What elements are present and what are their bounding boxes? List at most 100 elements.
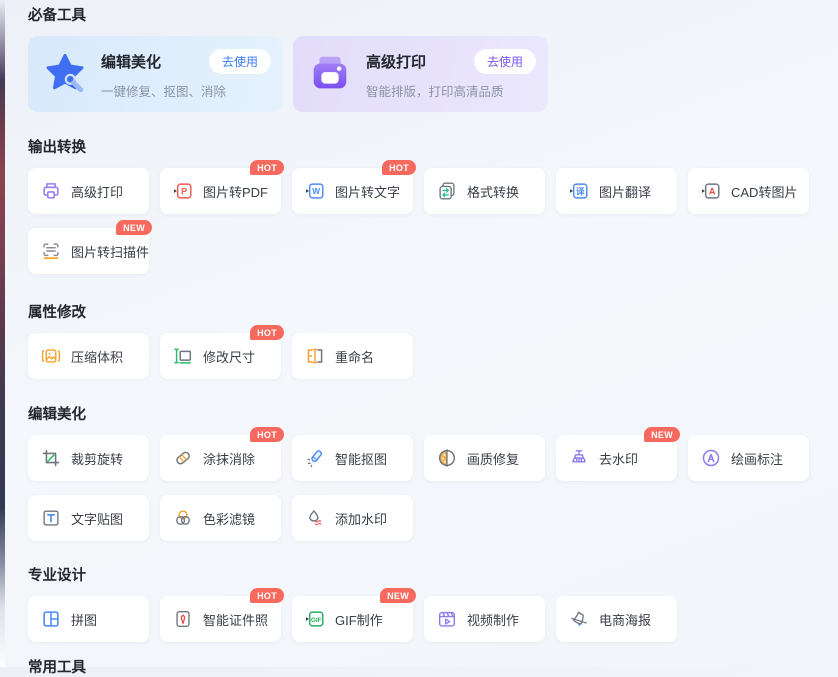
tool-card[interactable]: 智能证件照 HOT (160, 588, 284, 642)
hot-badge: HOT (250, 588, 284, 603)
hot-badge: HOT (382, 160, 416, 175)
svg-text:P: P (181, 186, 187, 196)
featured-card-title: 高级打印 (366, 53, 427, 71)
tool-label: 色彩滤镜 (203, 511, 256, 527)
use-button[interactable]: 去使用 (473, 48, 536, 74)
star-wand-icon (42, 51, 88, 97)
tool-label: 去水印 (599, 451, 639, 467)
featured-card-body: 高级打印 去使用智能排版，打印高清品质 (366, 48, 536, 100)
tool-card[interactable]: 涂抹消除 HOT (160, 427, 284, 481)
tool-label: 涂抹消除 (203, 451, 256, 467)
hot-badge: HOT (250, 160, 284, 175)
tool-card[interactable]: 译 图片翻译 (556, 168, 677, 214)
tool-label: 智能抠图 (335, 451, 388, 467)
window-edge-strip (0, 0, 5, 667)
tool-label: 添加水印 (335, 511, 388, 527)
tool-label: 拼图 (71, 612, 98, 628)
hot-badge: HOT (250, 427, 284, 442)
tool-card[interactable]: W 图片转文字 HOT (292, 160, 416, 214)
hot-badge: HOT (250, 325, 284, 340)
new-badge: NEW (380, 588, 416, 603)
tool-label: 图片翻译 (599, 184, 652, 200)
tool-card[interactable]: 拼图 (28, 596, 149, 642)
tool-label: CAD转图片 (731, 184, 798, 200)
tool-card[interactable]: 智能抠图 (292, 435, 413, 481)
tool-card[interactable]: P 图片转PDF HOT (160, 160, 284, 214)
tool-card[interactable]: GIF GIF制作 NEW (292, 588, 416, 642)
use-button[interactable]: 去使用 (208, 48, 271, 74)
tool-label: 画质修复 (467, 451, 520, 467)
tool-card[interactable]: 裁剪旋转 (28, 435, 149, 481)
section-title: 属性修改 (28, 305, 86, 321)
tool-label: 文字贴图 (71, 511, 124, 527)
featured-card-subtitle: 一键修复、抠图、消除 (101, 84, 227, 99)
format-convert-icon (436, 180, 458, 202)
video-make-icon (436, 608, 458, 630)
section-title: 专业设计 (28, 568, 86, 584)
featured-card-body: 编辑美化 去使用一键修复、抠图、消除 (101, 48, 271, 100)
resize-icon (172, 345, 194, 367)
remove-watermark-icon (568, 447, 590, 469)
quality-repair-icon (436, 447, 458, 469)
draw-annotate-icon (700, 447, 722, 469)
tool-card[interactable]: 电商海报 (556, 596, 677, 642)
image-to-pdf-icon: P (172, 180, 194, 202)
featured-card-title: 编辑美化 (101, 53, 162, 71)
tool-card[interactable]: 色彩滤镜 (160, 495, 281, 541)
cad-to-image-icon: A (700, 180, 722, 202)
compress-icon (40, 345, 62, 367)
printer-filled-icon (307, 51, 353, 97)
tool-label: 智能证件照 (203, 612, 269, 628)
section-title: 编辑美化 (28, 407, 86, 423)
featured-card-subtitle: 智能排版，打印高清品质 (366, 84, 504, 99)
svg-text:GIF: GIF (311, 617, 322, 624)
color-filter-icon (172, 507, 194, 529)
tool-label: GIF制作 (335, 612, 383, 628)
section-title: 必备工具 (28, 8, 86, 24)
new-badge: NEW (116, 220, 152, 235)
tools-panel: 必备工具编辑美化去使用一键修复、抠图、消除高级打印去使用智能排版，打印高清品质输… (28, 0, 809, 677)
svg-text:W: W (312, 187, 320, 196)
poster-icon (568, 608, 590, 630)
text-sticker-icon (40, 507, 62, 529)
new-badge: NEW (644, 427, 680, 442)
tool-card[interactable]: 文字贴图 (28, 495, 149, 541)
tool-card[interactable]: 格式转换 (424, 168, 545, 214)
tool-label: 压缩体积 (71, 349, 124, 365)
gif-make-icon: GIF (304, 608, 326, 630)
featured-card[interactable]: 编辑美化 去使用一键修复、抠图、消除 (28, 36, 283, 112)
featured-cards-row: 编辑美化 去使用一键修复、抠图、消除 高级打印 去使用智能排版，打印高清品质 (28, 36, 809, 112)
tool-label: 重命名 (335, 349, 375, 365)
printer-outline-icon (40, 180, 62, 202)
tool-card[interactable]: 重命名 (292, 333, 413, 379)
tool-label: 绘画标注 (731, 451, 784, 467)
tool-card[interactable]: A CAD转图片 (688, 168, 809, 214)
tool-card[interactable]: 高级打印 (28, 168, 149, 214)
tool-grid: 裁剪旋转 涂抹消除 HOT 智能抠图 画质修复 去水印 NEW 绘画标注文字贴图 色彩滤镜 添加水… (28, 427, 809, 541)
tool-label: 格式转换 (467, 184, 520, 200)
svg-text:译: 译 (576, 185, 585, 196)
featured-card-title-row: 高级打印 去使用 (366, 48, 536, 74)
tool-label: 视频制作 (467, 612, 520, 628)
featured-card[interactable]: 高级打印 去使用智能排版，打印高清品质 (293, 36, 548, 112)
tool-card[interactable]: 视频制作 (424, 596, 545, 642)
crop-rotate-icon (40, 447, 62, 469)
tool-label: 高级打印 (71, 184, 124, 200)
tool-label: 图片转PDF (203, 184, 269, 200)
section-title-partial: 常用工具 (28, 660, 86, 676)
tool-card[interactable]: 画质修复 (424, 435, 545, 481)
tool-card[interactable]: 添加水印 (292, 495, 413, 541)
id-photo-icon (172, 608, 194, 630)
image-translate-icon: 译 (568, 180, 590, 202)
tool-label: 裁剪旋转 (71, 451, 124, 467)
featured-card-title-row: 编辑美化 去使用 (101, 48, 271, 74)
tool-grid: 拼图 智能证件照 HOT GIF GIF制作 NEW 视频制作 电商海报 (28, 588, 809, 642)
tool-card[interactable]: 绘画标注 (688, 435, 809, 481)
tool-card[interactable]: 去水印 NEW (556, 427, 680, 481)
tool-card[interactable]: 压缩体积 (28, 333, 149, 379)
tool-label: 图片转文字 (335, 184, 401, 200)
add-watermark-icon (304, 507, 326, 529)
collage-icon (40, 608, 62, 630)
